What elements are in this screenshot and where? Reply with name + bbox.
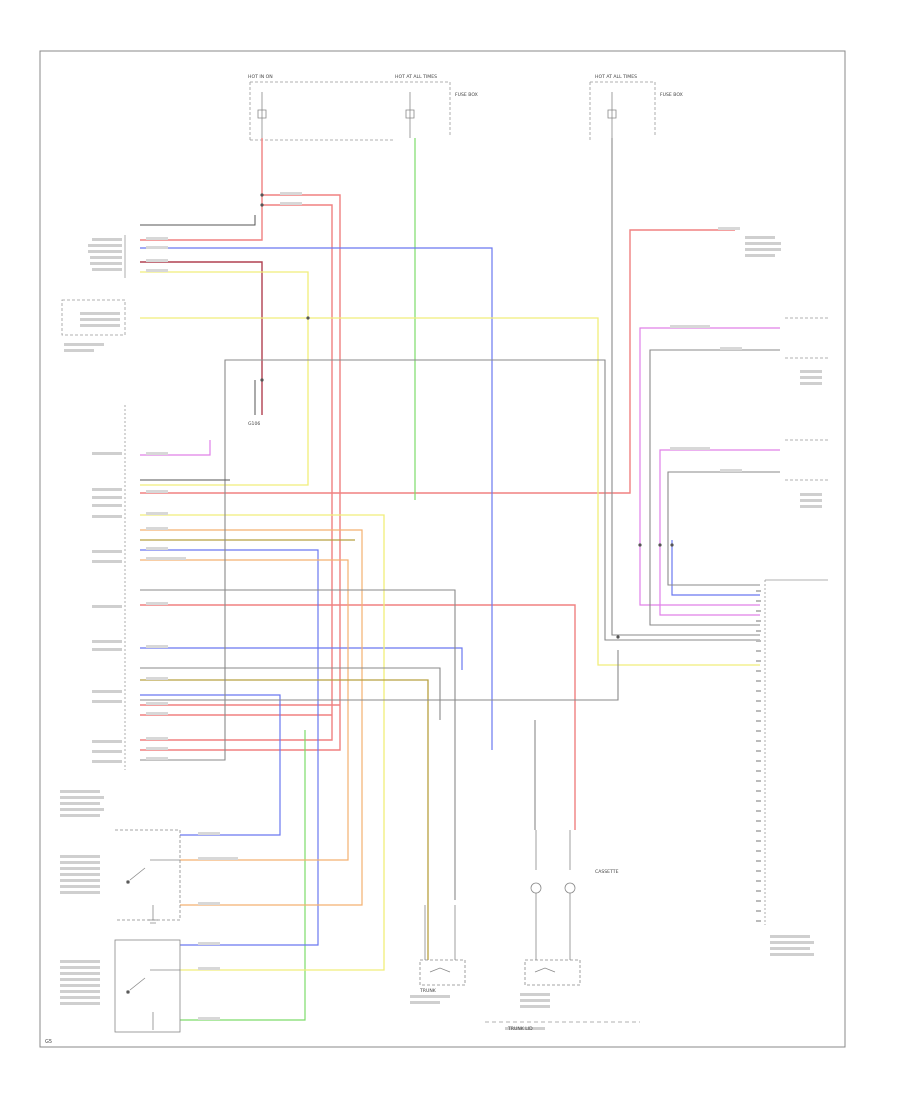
right-connector xyxy=(764,579,828,925)
switch-module-1 xyxy=(115,829,181,924)
fuse-box-label-1: FUSE BOX xyxy=(455,92,478,98)
right-speakers xyxy=(785,317,828,481)
fuse-box-label-2: FUSE BOX xyxy=(660,92,683,98)
hot-always-label-1: HOT AT ALL TIMES xyxy=(395,74,437,80)
trunk-lid-label: TRUNK LID xyxy=(507,1026,533,1032)
bottom-label-blocks xyxy=(410,993,550,1030)
fuse-box-1 xyxy=(249,81,656,141)
right-label-blocks xyxy=(745,236,822,956)
ground-label: G106 xyxy=(248,421,260,427)
wire-blue xyxy=(140,247,760,946)
cassette-lamps xyxy=(524,830,581,986)
reference-label: G5 xyxy=(45,1039,52,1045)
wire-darkred xyxy=(140,261,263,415)
left-label-blocks xyxy=(60,238,122,817)
switch-module-2 xyxy=(114,939,181,1033)
hot-always-label-2: HOT AT ALL TIMES xyxy=(595,74,637,80)
switch-label-blocks xyxy=(60,855,100,1005)
hot-on-label: HOT IN ON xyxy=(248,74,273,80)
wire-black xyxy=(140,215,256,481)
wire-red xyxy=(140,138,735,830)
wire-orange xyxy=(140,529,363,906)
wire-gray xyxy=(140,138,780,900)
wire-yellow xyxy=(140,271,760,971)
fuse-symbols xyxy=(257,92,617,138)
wire-tags xyxy=(146,192,742,1020)
left-connector-block xyxy=(61,235,126,770)
cassette-label: CASSETTE xyxy=(595,869,619,875)
wire-olive xyxy=(140,539,429,960)
diagram-frame xyxy=(39,50,846,1048)
trunk-switch xyxy=(419,905,466,986)
splices xyxy=(260,193,674,639)
right-connector-pins xyxy=(756,590,761,922)
trunk-label: TRUNK xyxy=(419,988,437,994)
wire-green xyxy=(180,138,416,1021)
